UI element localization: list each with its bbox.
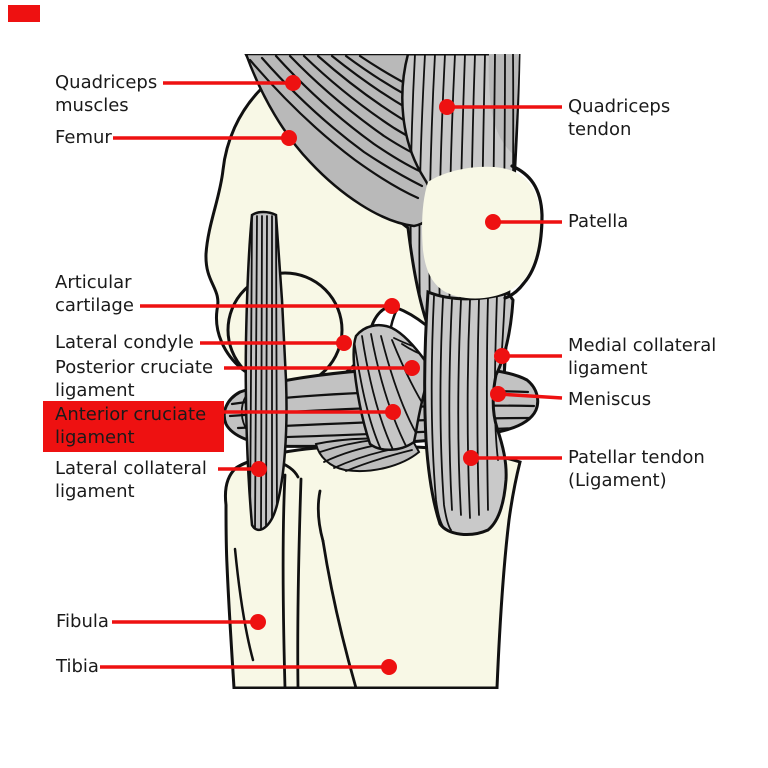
callout-dot-anterior-cruciate-ligament [385,404,401,420]
label-text: Patellar tendon [568,447,705,468]
callout-dot-lateral-condyle [336,335,352,351]
callout-dot-medial-collateral-ligament [494,348,510,364]
label-text: ligament [55,427,135,448]
label-text: Fibula [56,611,109,632]
label-text: ligament [55,380,135,401]
label-text: Anterior cruciate [55,404,207,425]
label-meniscus: Meniscus [568,388,651,411]
callout-dot-patella [485,214,501,230]
label-text: Posterior cruciate [55,357,214,378]
tibia-crest-line [321,539,358,690]
fibula-right-edge [281,473,287,690]
callout-dot-tibia [381,659,397,675]
label-text: ligament [568,358,648,379]
label-text: Meniscus [568,389,652,410]
label-tibia: Tibia [56,655,99,678]
label-text: Lateral collateral [55,458,207,479]
patellar-tendon-shape [423,289,515,537]
fibula-shaft-line [233,547,255,662]
corner-red-marker [8,5,40,22]
label-lateral-condyle: Lateral condyle [55,331,194,354]
label-text: Medial collateral [568,335,717,356]
lateral-condyle-outline [226,271,344,387]
label-text: Femur [55,127,112,148]
anterior-cruciate-ligament-shape [352,324,432,451]
label-text: tendon [568,119,632,140]
callout-dot-quadriceps-muscles [285,75,301,91]
highlight-box-anterior-cruciate-ligament [43,401,224,452]
label-text: ligament [55,481,135,502]
label-text: Lateral condyle [55,332,194,353]
top-crop [0,0,768,54]
label-text: Quadriceps [55,72,158,93]
label-text: (Ligament) [568,470,667,491]
callout-dot-articular-cartilage [384,298,400,314]
label-text: cartilage [55,295,134,316]
callout-dot-meniscus [490,386,506,402]
callout-dot-patellar-tendon [463,450,479,466]
callout-dot-posterior-cruciate-ligament [404,360,420,376]
label-femur: Femur [55,126,112,149]
label-text: Articular [55,272,132,293]
tibia-crest-hook [316,489,325,543]
bottom-crop [0,689,768,768]
label-text: Tibia [56,656,99,677]
label-text: muscles [55,95,129,116]
label-patella: Patella [568,210,628,233]
callout-dot-quadriceps-tendon [439,99,455,115]
label-text: Quadriceps [568,96,671,117]
callout-dot-fibula [250,614,266,630]
label-text: Patella [568,211,629,232]
patella-outline [503,164,544,300]
callout-dot-lateral-collateral-ligament [251,461,267,477]
callout-line-meniscus [497,392,563,400]
tibia-left-edge [296,477,303,690]
label-patellar-tendon: Patellar tendon(Ligament) [568,446,705,492]
label-fibula: Fibula [56,610,109,633]
patella-shape [422,164,544,300]
callout-dot-femur [281,130,297,146]
